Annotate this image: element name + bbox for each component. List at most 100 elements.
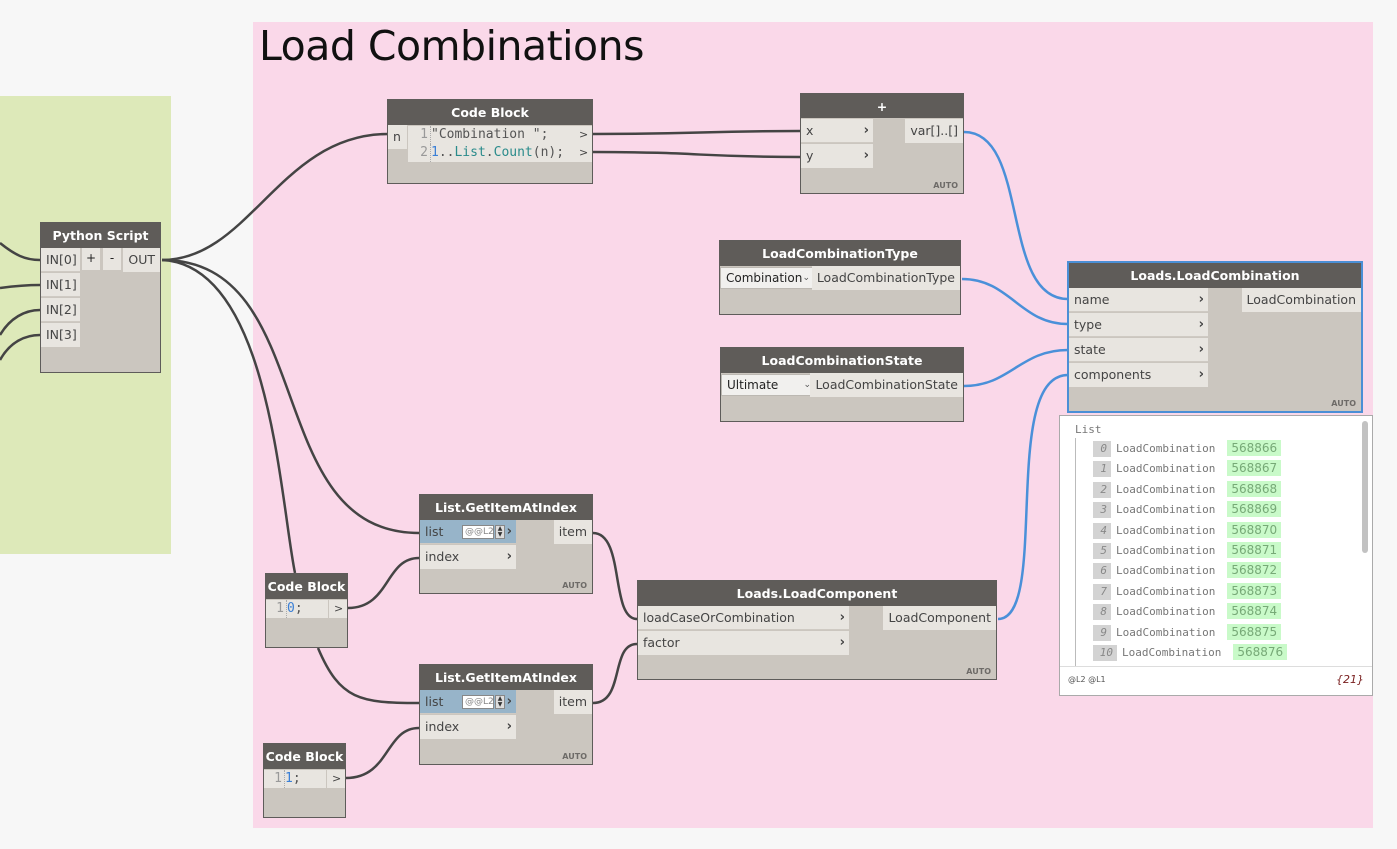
get-item-at-index-node-2[interactable]: List.GetItemAtIndex list › @@L2 ▲▼ index›… — [419, 664, 593, 765]
load-combination-type-node[interactable]: LoadCombinationType Combination⌄ LoadCom… — [719, 240, 961, 315]
item-value: 568869 — [1227, 501, 1282, 518]
line-number: 1 — [266, 600, 287, 618]
get-item-at-index-node-1[interactable]: List.GetItemAtIndex list › @@L2 ▲▼ index›… — [419, 494, 593, 594]
input-port-type[interactable]: type › — [1069, 313, 1208, 337]
input-port-load-case-or-combination[interactable]: loadCaseOrCombination › — [638, 606, 849, 630]
input-port-in2[interactable]: IN[2] — [41, 298, 80, 322]
output-port[interactable]: > — [329, 600, 347, 618]
chevron-right-icon: › — [506, 694, 512, 709]
group-title: Load Combinations — [259, 22, 644, 70]
item-type: LoadCombination — [1116, 584, 1216, 598]
port-label: components — [1074, 367, 1152, 382]
code-token: (n); — [532, 145, 565, 160]
list-level-spinner[interactable]: ▲▼ — [495, 695, 505, 709]
item-value: 568867 — [1227, 460, 1282, 477]
load-combination-node[interactable]: Loads.LoadCombination name› type › state›… — [1067, 261, 1363, 413]
node-title: List.GetItemAtIndex — [420, 665, 592, 690]
output-port-type[interactable]: LoadCombinationType — [811, 266, 960, 290]
port-label: y — [806, 148, 814, 163]
item-index: 3 — [1093, 502, 1111, 519]
node-title: Loads.LoadCombination — [1069, 263, 1361, 288]
output-port-load-combination[interactable]: LoadCombination — [1241, 288, 1361, 312]
code-suffix: ; — [292, 771, 301, 786]
port-label: list — [425, 694, 444, 709]
output-port-item[interactable]: item — [553, 520, 592, 544]
input-port-in3[interactable]: IN[3] — [41, 323, 80, 347]
port-label: type — [1074, 317, 1102, 332]
item-type: LoadCombination — [1116, 605, 1216, 619]
item-index: 1 — [1093, 461, 1111, 478]
item-value: 568871 — [1227, 542, 1282, 558]
port-label: loadCaseOrCombination — [643, 610, 795, 625]
output-port-line-2[interactable]: > — [574, 144, 592, 162]
add-node[interactable]: + x› y› var[]..[] AUTO — [800, 93, 964, 194]
type-dropdown[interactable]: Combination⌄ — [720, 267, 816, 289]
node-title: List.GetItemAtIndex — [420, 495, 592, 520]
input-port-n[interactable]: n — [388, 125, 407, 149]
preview-footer: @L2 @L1 {21} — [1060, 666, 1372, 695]
output-port-item[interactable]: item — [553, 690, 592, 714]
scrollbar[interactable] — [1362, 421, 1368, 553]
load-combination-state-node[interactable]: LoadCombinationState Ultimate⌄ LoadCombi… — [720, 347, 964, 422]
input-port-x[interactable]: x› — [801, 119, 873, 143]
chevron-right-icon: › — [1198, 317, 1204, 332]
list-level-input[interactable]: @@L2 — [462, 695, 494, 709]
chevron-right-icon: › — [506, 719, 512, 734]
item-index: 6 — [1093, 563, 1111, 580]
output-port-out[interactable]: OUT — [123, 248, 160, 272]
input-port-in1[interactable]: IN[1] — [41, 273, 80, 297]
item-value: 568873 — [1227, 582, 1282, 599]
chevron-right-icon: › — [863, 123, 869, 138]
chevron-right-icon: › — [839, 610, 845, 625]
add-input-button[interactable]: + — [82, 248, 100, 270]
output-port-line-1[interactable]: > — [574, 126, 592, 144]
output-port-var[interactable]: var[]..[] — [905, 119, 963, 143]
list-level-input[interactable]: @@L2 — [462, 525, 494, 539]
code-token: List — [454, 145, 486, 160]
input-port-index[interactable]: index› — [420, 715, 516, 739]
output-port-load-component[interactable]: LoadComponent — [883, 606, 996, 630]
chevron-right-icon: › — [506, 524, 512, 539]
lacing-label: AUTO — [562, 752, 587, 761]
output-port[interactable]: > — [327, 770, 345, 788]
remove-input-button[interactable]: - — [103, 248, 121, 270]
input-port-y[interactable]: y› — [801, 144, 873, 168]
output-port-state[interactable]: LoadCombinationState — [810, 373, 963, 397]
input-port-factor[interactable]: factor› — [638, 631, 849, 655]
item-type: LoadCombination — [1122, 646, 1222, 659]
input-port-components[interactable]: components› — [1069, 363, 1208, 387]
list-level-spinner[interactable]: ▲▼ — [495, 525, 505, 539]
port-label: list — [425, 524, 444, 539]
item-index: 5 — [1093, 543, 1111, 559]
lacing-label: AUTO — [562, 581, 587, 590]
input-port-index[interactable]: index› — [420, 545, 516, 569]
item-type: LoadCombination — [1116, 523, 1216, 537]
item-value: 568872 — [1227, 562, 1282, 579]
chevron-right-icon: › — [863, 148, 869, 163]
load-component-node[interactable]: Loads.LoadComponent loadCaseOrCombinatio… — [637, 580, 997, 680]
state-dropdown[interactable]: Ultimate⌄ — [721, 374, 817, 396]
chevron-down-icon: ⌄ — [803, 380, 811, 390]
item-count: {21} — [1336, 673, 1364, 686]
input-port-in0[interactable]: IN[0] — [41, 248, 80, 272]
python-script-node[interactable]: Python Script IN[0] IN[1] IN[2] IN[3] + … — [40, 222, 161, 373]
node-title: Python Script — [41, 223, 160, 248]
item-index: 4 — [1093, 522, 1111, 539]
input-port-name[interactable]: name› — [1069, 288, 1208, 312]
item-type: LoadCombination — [1116, 503, 1216, 517]
input-port-state[interactable]: state› — [1069, 338, 1208, 362]
item-value: 568876 — [1233, 644, 1288, 660]
